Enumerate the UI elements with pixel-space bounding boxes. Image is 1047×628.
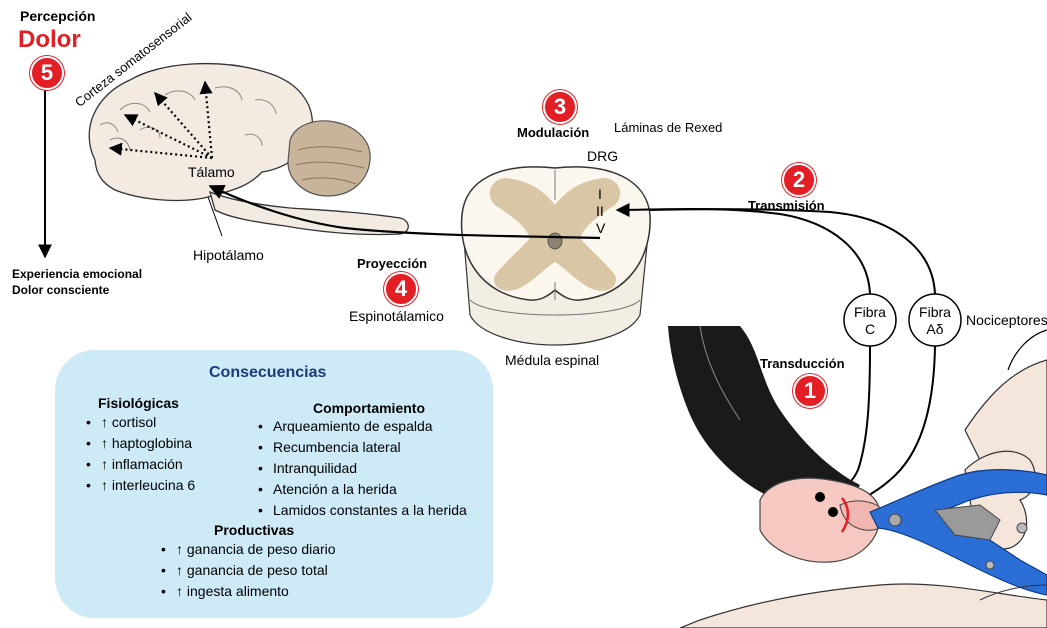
transduction-label: Transducción [760, 356, 845, 372]
emotional-experience-label: Experiencia emocional [12, 266, 142, 282]
nociceptor-point-ad [828, 507, 838, 517]
fiber-ad-label-1: Fibra [915, 304, 955, 320]
behavior-title: Comportamiento [313, 400, 425, 416]
brain [89, 64, 408, 236]
lamina-5-label: V [596, 220, 605, 236]
physiological-list: ↑ cortisol ↑ haptoglobina ↑ inflamación … [86, 412, 195, 496]
step-1-badge: 1 [793, 374, 827, 408]
spinal-cord-label: Médula espinal [505, 352, 599, 368]
fiber-c-circle [844, 294, 896, 346]
spinal-cord [462, 167, 651, 345]
list-item: Intranquilidad [258, 458, 467, 479]
productive-list: ↑ ganancia de peso diario ↑ ganancia de … [161, 539, 336, 602]
modulation-label: Modulación [517, 125, 589, 141]
fiber-ad-path [650, 209, 935, 294]
step-5-badge: 5 [30, 56, 64, 90]
behavior-list: Arqueamiento de espalda Recumbencia late… [258, 416, 467, 521]
hypothalamus-label: Hipotálamo [193, 247, 264, 263]
list-item: ↑ interleucina 6 [86, 475, 195, 496]
conscious-pain-label: Dolor consciente [12, 282, 109, 298]
fiber-ad-label-2: Aδ [915, 321, 955, 337]
consequences-title: Consecuencias [209, 364, 326, 382]
list-item: ↑ ingesta alimento [161, 581, 336, 602]
list-item: ↑ cortisol [86, 412, 195, 433]
physiological-title: Fisiológicas [98, 395, 179, 411]
cerebellum [288, 121, 370, 196]
step-3-badge: 3 [543, 90, 577, 124]
step-2-badge: 2 [782, 163, 816, 197]
nociceptor-point-c [815, 492, 825, 502]
castration-illustration [668, 326, 1047, 628]
list-item: Recumbencia lateral [258, 437, 467, 458]
lamina-2-label: II [596, 203, 604, 219]
transmission-label: Transmisión [748, 198, 825, 214]
list-item: Arqueamiento de espalda [258, 416, 467, 437]
fiber-ad-circle [909, 294, 961, 346]
rexed-label: Láminas de Rexed [614, 120, 722, 136]
projection-label: Proyección [357, 256, 427, 272]
thalamus-label: Tálamo [188, 164, 235, 180]
list-item: ↑ inflamación [86, 454, 195, 475]
fiber-c-label-2: C [850, 321, 890, 337]
pain-label: Dolor [18, 26, 81, 54]
drg-label: DRG [587, 148, 618, 164]
lamina-1-label: I [598, 186, 602, 202]
nociceptors-label: Nociceptores [966, 312, 1047, 328]
list-item: ↑ ganancia de peso total [161, 560, 336, 581]
hand-lower [680, 584, 1047, 628]
list-item: ↑ haptoglobina [86, 433, 195, 454]
step-4-badge: 4 [384, 272, 418, 306]
fiber-c-label-1: Fibra [850, 304, 890, 320]
productive-title: Productivas [214, 522, 294, 538]
consequences-panel: Consecuencias Fisiológicas ↑ cortisol ↑ … [55, 350, 493, 618]
spinothalamic-label: Espinotálamico [349, 308, 444, 324]
list-item: ↑ ganancia de peso diario [161, 539, 336, 560]
central-canal [548, 233, 562, 249]
list-item: Atención a la herida [258, 479, 467, 500]
perception-title: Percepción [20, 8, 95, 24]
fiber-c-path [617, 209, 870, 294]
list-item: Lamidos constantes a la herida [258, 500, 467, 521]
